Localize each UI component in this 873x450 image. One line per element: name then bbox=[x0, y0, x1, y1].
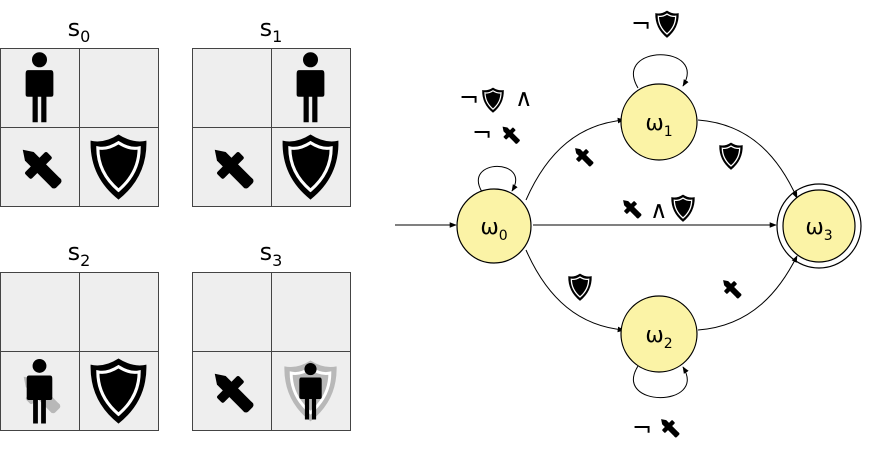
grid-title: s2 bbox=[68, 238, 91, 270]
svg-text:ω1: ω1 bbox=[645, 111, 672, 140]
grid-s1: s1 bbox=[192, 14, 351, 207]
edge-w2-loop bbox=[633, 365, 689, 399]
automaton-diagram: ω0 ω1 ω2 ω3 ¬ ∧ ¬ ¬ ¬ bbox=[395, 9, 862, 442]
svg-text:¬: ¬ bbox=[631, 10, 651, 38]
edge-w2-w3 bbox=[697, 255, 798, 331]
shield-icon bbox=[670, 193, 696, 223]
svg-text:ω2: ω2 bbox=[645, 323, 672, 352]
label-w2-loop: ¬ bbox=[632, 413, 684, 442]
grid-s0: s0 bbox=[0, 14, 159, 207]
grid-title: s3 bbox=[260, 238, 283, 270]
svg-text:∧: ∧ bbox=[650, 196, 668, 224]
label-w0-loop: ¬ ∧ ¬ bbox=[459, 84, 533, 148]
state-grids: s0 s1 s2 s3 bbox=[0, 14, 351, 431]
shield-icon bbox=[718, 141, 744, 171]
svg-text:ω0: ω0 bbox=[480, 215, 507, 244]
grid-cell bbox=[192, 48, 272, 128]
svg-text:ω3: ω3 bbox=[805, 215, 832, 244]
edge-w1-loop bbox=[633, 54, 689, 89]
sword-icon bbox=[617, 194, 646, 223]
grid-title: s0 bbox=[68, 14, 91, 46]
edge-w1-w3 bbox=[697, 119, 798, 199]
edge-w0-w2 bbox=[525, 249, 625, 333]
shield-icon bbox=[481, 86, 505, 114]
svg-text:¬: ¬ bbox=[459, 84, 479, 112]
grid-cell bbox=[0, 272, 80, 352]
shield-icon bbox=[567, 272, 593, 302]
grid-cell bbox=[271, 272, 351, 352]
sword-icon bbox=[717, 274, 746, 303]
edge-w0-loop bbox=[478, 165, 518, 193]
label-w1-loop: ¬ bbox=[631, 9, 680, 39]
label-w0-w1 bbox=[569, 142, 598, 171]
grid-cell bbox=[192, 272, 272, 352]
svg-text:¬: ¬ bbox=[472, 119, 492, 147]
state-w2: ω2 bbox=[620, 295, 698, 373]
label-w0-w3: ∧ bbox=[617, 193, 696, 224]
label-w0-w2 bbox=[567, 272, 593, 302]
sword-icon bbox=[655, 413, 684, 442]
grid-cell bbox=[79, 48, 159, 128]
state-w0: ω0 bbox=[456, 188, 532, 264]
grid-s3: s3 bbox=[192, 238, 351, 431]
state-w1: ω1 bbox=[620, 83, 698, 161]
label-w1-w3 bbox=[718, 141, 744, 171]
grid-s2: s2 bbox=[0, 238, 159, 431]
grid-title: s1 bbox=[260, 14, 283, 46]
label-w2-w3 bbox=[717, 274, 746, 303]
shield-icon bbox=[654, 9, 680, 39]
grid-cell bbox=[79, 272, 159, 352]
edge-w0-w1 bbox=[525, 117, 625, 201]
svg-text:∧: ∧ bbox=[515, 84, 533, 112]
sword-icon bbox=[497, 121, 524, 148]
sword-icon bbox=[569, 142, 598, 171]
state-w3-accepting: ω3 bbox=[776, 183, 862, 269]
svg-text:¬: ¬ bbox=[632, 414, 652, 442]
